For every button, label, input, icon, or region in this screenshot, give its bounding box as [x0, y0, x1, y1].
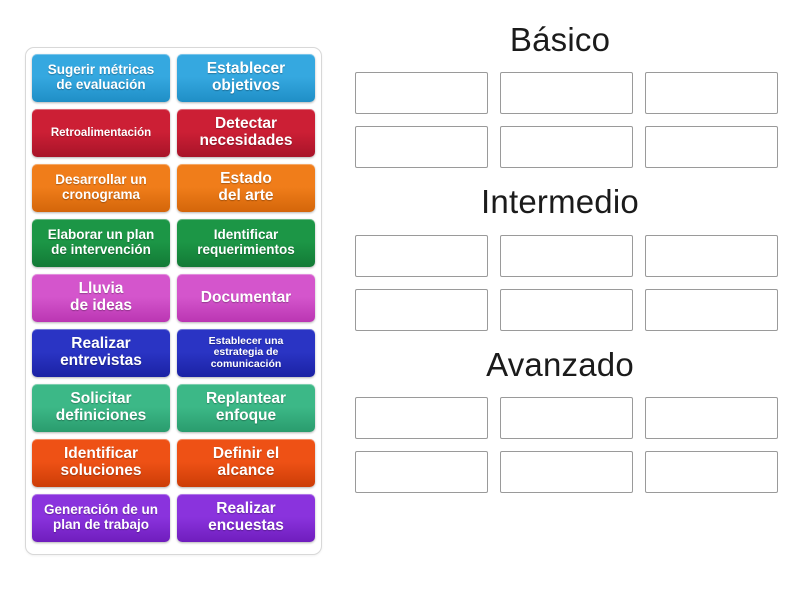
tile-label: Documentar: [200, 288, 292, 306]
draggable-tile[interactable]: Establecer una estrategia de comunicació…: [177, 329, 315, 377]
draggable-tile[interactable]: Identificar soluciones: [32, 439, 170, 487]
tile-label: Definir el alcance: [212, 445, 280, 479]
tile-label: Establecer una estrategia de comunicació…: [208, 335, 284, 370]
tile-label: Realizar entrevistas: [60, 335, 142, 369]
tile-label: Identificar requerimientos: [197, 227, 295, 257]
drop-slot[interactable]: [355, 72, 488, 115]
drop-slot[interactable]: [500, 396, 633, 439]
tile-label: Establecer objetivos: [206, 60, 286, 94]
drop-slot[interactable]: [355, 396, 488, 439]
drop-slot[interactable]: [355, 288, 488, 331]
drop-slot[interactable]: [500, 126, 633, 169]
tile-label: Estado del arte: [218, 170, 274, 204]
drop-slot[interactable]: [500, 288, 633, 331]
drop-slot[interactable]: [645, 126, 778, 169]
draggable-tile[interactable]: Generación de un plan de trabajo: [32, 494, 170, 542]
drop-zone-title: Intermedio: [481, 183, 639, 221]
drop-zone-group: Básico: [340, 20, 780, 169]
drop-zone-group: Avanzado: [340, 345, 780, 493]
draggable-tile[interactable]: Replantear enfoque: [177, 384, 315, 432]
drop-zone-group: Intermedio: [340, 182, 780, 331]
drop-slot-grid: [340, 234, 780, 331]
tile-label: Solicitar definiciones: [55, 390, 147, 424]
tile-label: Replantear enfoque: [205, 390, 287, 424]
tile-label: Generación de un plan de trabajo: [43, 502, 159, 532]
draggable-tile[interactable]: Identificar requerimientos: [177, 219, 315, 267]
draggable-tile[interactable]: Desarrollar un cronograma: [32, 164, 170, 212]
tile-label: Desarrollar un cronograma: [55, 172, 147, 202]
drop-slot[interactable]: [645, 234, 778, 277]
tile-label: Lluvia de ideas: [69, 280, 133, 314]
drop-slot[interactable]: [645, 288, 778, 331]
tile-label: Identificar soluciones: [60, 445, 142, 479]
tile-label: Retroalimentación: [50, 126, 152, 139]
draggable-tile[interactable]: Realizar encuestas: [177, 494, 315, 542]
tile-label: Detectar necesidades: [199, 115, 293, 149]
draggable-tile[interactable]: Documentar: [177, 274, 315, 322]
draggable-tile[interactable]: Estado del arte: [177, 164, 315, 212]
draggable-tile[interactable]: Sugerir métricas de evaluación: [32, 54, 170, 102]
drop-zone-title: Avanzado: [486, 345, 634, 383]
draggable-tile[interactable]: Definir el alcance: [177, 439, 315, 487]
draggable-tile[interactable]: Detectar necesidades: [177, 109, 315, 157]
draggable-tile[interactable]: Realizar entrevistas: [32, 329, 170, 377]
tile-label: Realizar encuestas: [208, 500, 284, 534]
tile-label: Sugerir métricas de evaluación: [47, 62, 155, 92]
drop-zone-title: Básico: [509, 21, 611, 58]
draggable-tile[interactable]: Elaborar un plan de intervención: [32, 219, 170, 267]
draggable-tile[interactable]: Solicitar definiciones: [32, 384, 170, 432]
drop-slot[interactable]: [355, 234, 488, 277]
drop-slot[interactable]: [645, 396, 778, 439]
drop-slot[interactable]: [500, 234, 633, 277]
draggable-tile[interactable]: Establecer objetivos: [177, 54, 315, 102]
tile-label: Elaborar un plan de intervención: [47, 227, 155, 257]
draggable-tile[interactable]: Retroalimentación: [32, 109, 170, 157]
drop-slot-grid: [340, 396, 780, 493]
drop-slot-grid: [340, 72, 780, 169]
drop-slot[interactable]: [645, 72, 778, 115]
drop-slot[interactable]: [355, 450, 488, 493]
drop-slot[interactable]: [355, 126, 488, 169]
drop-slot[interactable]: [500, 450, 633, 493]
drop-slot[interactable]: [500, 72, 633, 115]
drop-slot[interactable]: [645, 450, 778, 493]
draggable-tile[interactable]: Lluvia de ideas: [32, 274, 170, 322]
